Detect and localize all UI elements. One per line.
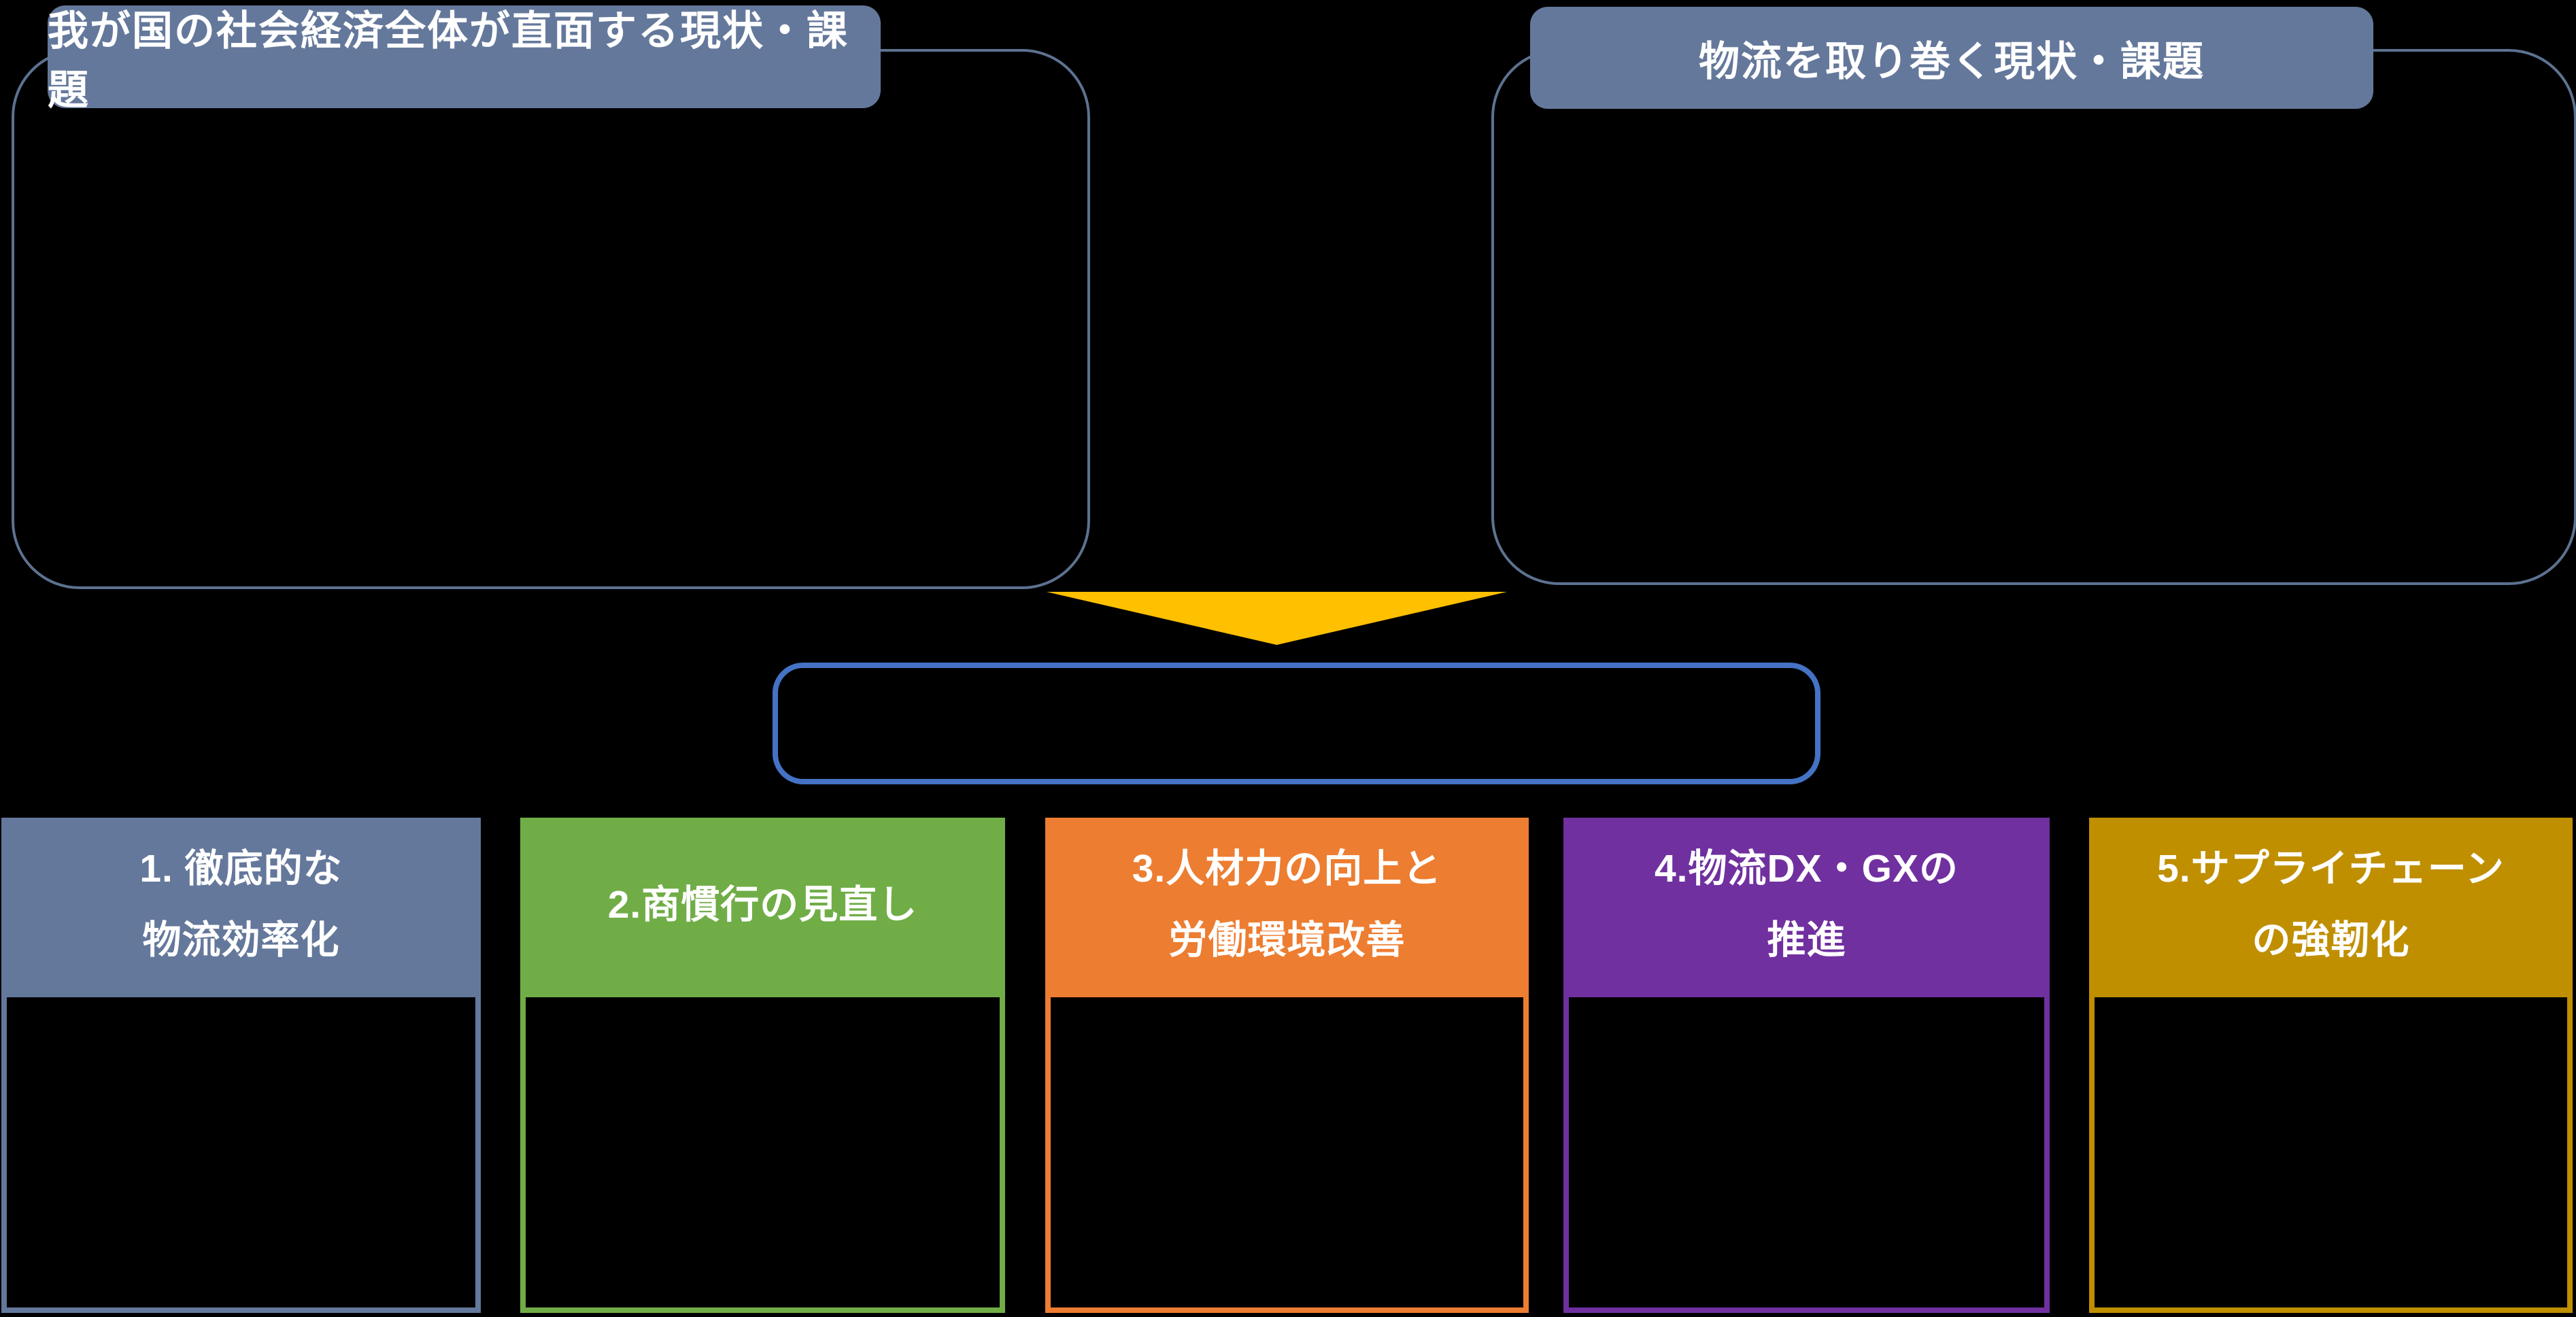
pillar-1-title-line2: 物流効率化 [142, 918, 340, 962]
policy-summary-box [773, 663, 1820, 784]
pillar-4-header: 4.物流DX・GXの 推進 [1563, 818, 2050, 992]
pillar-3-header: 3.人材力の向上と 労働環境改善 [1045, 818, 1529, 992]
national-economy-issues-title: 我が国の社会経済全体が直面する現状・課題 [48, 7, 849, 113]
pillar-4-title-line2: 推進 [1767, 918, 1846, 962]
pillar-2-header: 2.商慣行の見直し [520, 818, 1005, 992]
pillar-5-supply-chain: 5.サプライチェーン の強靭化 [2089, 818, 2573, 1313]
pillar-5-header: 5.サプライチェーン の強靭化 [2089, 818, 2573, 992]
pillar-1-logistics-efficiency: 1. 徹底的な 物流効率化 [1, 818, 481, 1313]
national-economy-issues-header: 我が国の社会経済全体が直面する現状・課題 [48, 5, 881, 113]
pillar-1-title-line1: 1. 徹底的な [139, 847, 343, 890]
pillar-5-title-line1: 5.サプライチェーン [2157, 847, 2505, 890]
pillar-3-human-resources: 3.人材力の向上と 労働環境改善 [1045, 818, 1529, 1313]
pillar-2-title-line1: 2.商慣行の見直し [607, 882, 918, 927]
logistics-issues-title: 物流を取り巻く現状・課題 [1699, 38, 2205, 84]
pillar-3-body [1045, 992, 1529, 1313]
pillar-4-title-line1: 4.物流DX・GXの [1654, 847, 1959, 890]
pillar-2-business-practices: 2.商慣行の見直し [520, 818, 1005, 1313]
logistics-issues-header: 物流を取り巻く現状・課題 [1530, 7, 2373, 109]
pillar-4-dx-gx: 4.物流DX・GXの 推進 [1563, 818, 2050, 1313]
logistics-issues-panel [1491, 49, 2576, 585]
national-economy-issues-panel [12, 49, 1090, 589]
pillar-3-title-line2: 労働環境改善 [1168, 918, 1406, 962]
down-arrow-icon [1047, 592, 1507, 645]
pillar-1-header: 1. 徹底的な 物流効率化 [1, 818, 481, 992]
pillar-1-body [1, 992, 481, 1313]
pillar-3-title-line1: 3.人材力の向上と [1132, 847, 1442, 890]
pillar-2-body [520, 992, 1005, 1313]
pillar-5-title-line2: の強靭化 [2252, 918, 2410, 962]
pillar-4-body [1563, 992, 2050, 1313]
pillar-5-body [2089, 992, 2573, 1313]
